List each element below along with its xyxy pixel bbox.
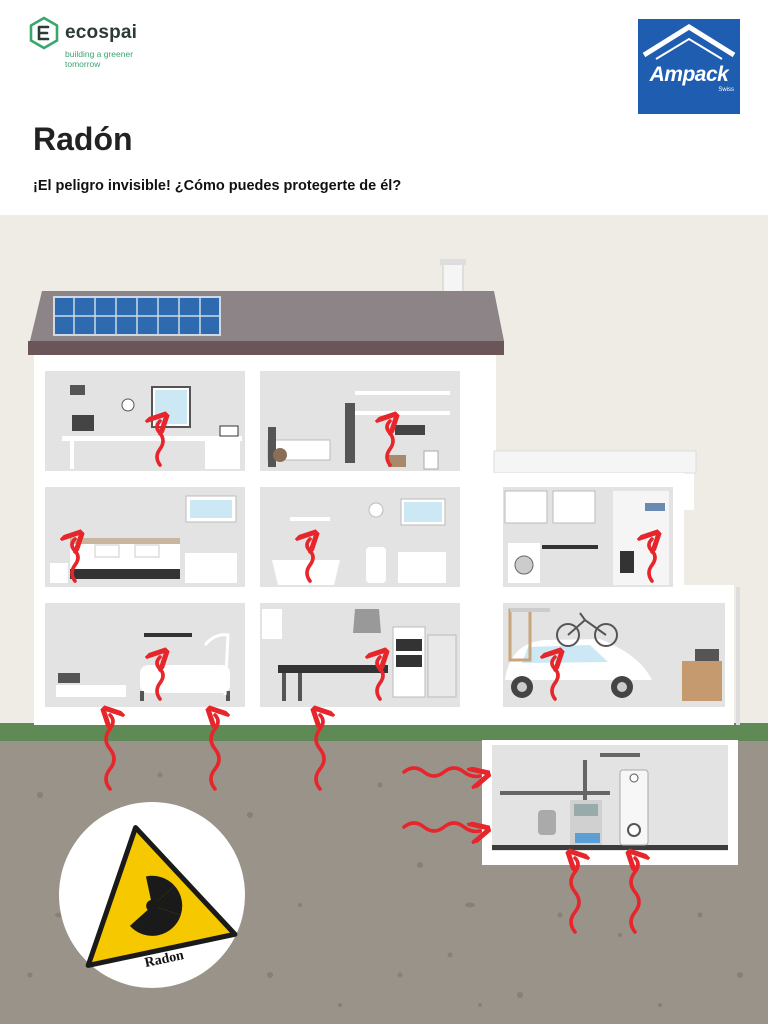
radon-arrow — [106, 715, 114, 791]
radon-arrow — [402, 768, 480, 777]
kitchen-furniture — [262, 609, 457, 701]
radon-arrow — [72, 539, 78, 583]
radon-arrow — [307, 539, 313, 583]
ampack-brand-name: Ampack — [649, 63, 729, 86]
radon-arrow — [211, 715, 219, 791]
radon-arrow — [316, 715, 324, 791]
chimney — [442, 260, 464, 294]
solar-panels — [53, 296, 221, 336]
ampack-logo: Ampack Swiss — [638, 19, 740, 114]
ecospai-e-logo-icon — [29, 16, 59, 50]
ecospai-tagline: building a greener tomorrow — [65, 49, 175, 69]
radiation-warning-icon — [85, 825, 238, 968]
radon-arrow — [649, 539, 655, 583]
radon-arrow — [157, 421, 163, 467]
bathroom-furniture — [272, 498, 446, 585]
radon-arrow — [157, 657, 163, 701]
ampack-brand-sub: Swiss — [718, 87, 734, 93]
ecospai-logo: ecospai building a greener tomorrow — [27, 16, 187, 76]
radon-arrows — [72, 421, 655, 934]
ecospai-tagline-line1: building a greener — [65, 49, 134, 59]
radon-hazard-badge: Radon — [59, 802, 245, 988]
grass-strip — [0, 723, 768, 741]
house-radon-illustration: Radon — [0, 215, 768, 1024]
page-title: Radón — [33, 121, 133, 157]
radon-arrow — [402, 823, 480, 832]
page-subtitle: ¡El peligro invisible! ¿Cómo puedes prot… — [33, 178, 402, 194]
radon-arrow — [377, 657, 383, 701]
bedroom-furniture — [50, 495, 237, 583]
radon-arrow — [571, 858, 579, 934]
radon-arrow — [631, 858, 639, 934]
kids-bedroom-furniture — [267, 391, 450, 470]
heating-system — [500, 753, 649, 846]
radon-arrow — [387, 421, 393, 467]
house-roof-icon — [642, 24, 736, 60]
radon-arrow — [552, 657, 558, 701]
ecospai-tagline-line2: tomorrow — [65, 59, 101, 69]
ecospai-brand-name: ecospai — [65, 22, 138, 43]
